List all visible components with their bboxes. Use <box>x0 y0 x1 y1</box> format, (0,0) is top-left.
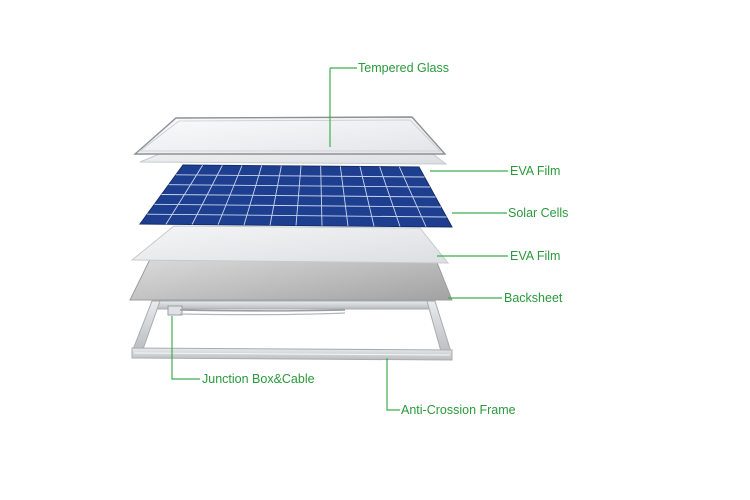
cell-row-divider <box>161 194 436 198</box>
frame-layer <box>131 300 453 361</box>
label-solar-cells: Solar Cells <box>508 206 569 220</box>
junction-box <box>167 305 183 316</box>
cell-row-divider <box>154 203 442 208</box>
frame-right-rail <box>426 300 453 356</box>
junction-box-cable <box>167 305 346 316</box>
frame-back-rail <box>149 300 436 310</box>
leader-junction-box <box>171 316 200 380</box>
leader-frame <box>386 358 400 411</box>
label-frame: Anti-Crossion Frame <box>401 403 516 417</box>
cell-row-divider <box>168 184 431 188</box>
label-junction-box: Junction Box&Cable <box>202 372 315 386</box>
solar-cells-layer <box>139 164 453 228</box>
tempered-glass-pane <box>133 116 447 155</box>
label-eva-film-top: EVA Film <box>510 164 561 178</box>
leader-lines <box>171 67 508 411</box>
label-backsheet: Backsheet <box>504 291 563 305</box>
eva-film-bottom-layer <box>130 225 450 264</box>
solar-cell-grid <box>147 164 447 227</box>
label-tempered-glass: Tempered Glass <box>358 61 450 75</box>
tempered-glass-layer <box>133 116 447 155</box>
frame-left-rail <box>131 300 161 353</box>
cell-row-divider <box>147 213 447 218</box>
label-eva-film-bottom: EVA Film <box>510 249 561 263</box>
cell-row-divider <box>175 174 425 178</box>
